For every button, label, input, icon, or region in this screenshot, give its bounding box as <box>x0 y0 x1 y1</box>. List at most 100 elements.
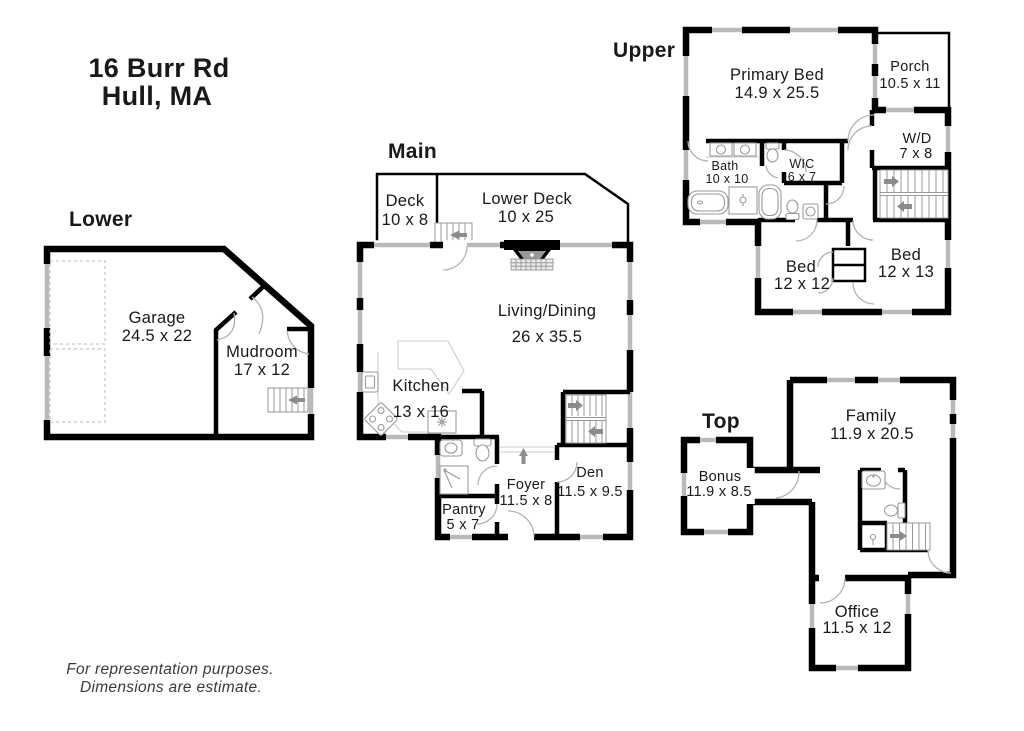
disclaimer-line2: Dimensions are estimate. <box>80 679 262 696</box>
room-dims-office: 11.5 x 12 <box>822 619 891 637</box>
garage-bay-2 <box>49 348 106 423</box>
bath-sink-icon <box>439 439 463 457</box>
lower-floor-plan: Lower Garage 24.5 x 22 Mudroom 17 x 12 <box>42 208 316 441</box>
top-bath-fixtures <box>861 470 906 545</box>
room-dims-primary-bed: 14.9 x 25.5 <box>735 84 820 102</box>
shower-icon <box>728 186 758 215</box>
room-label-pantry: Pantry <box>442 502 486 518</box>
room-dims-pantry: 5 x 7 <box>447 517 480 533</box>
room-dims-bed-12x12: 12 x 12 <box>774 275 830 293</box>
room-dims-deck: 10 x 8 <box>382 211 429 229</box>
shower-head-icon <box>869 533 877 541</box>
cooktop-star-icon <box>437 417 447 427</box>
upper-floor-plan: Upper <box>613 25 953 317</box>
main-windows <box>357 242 633 540</box>
disclaimer-line1: For representation purposes. <box>66 661 273 678</box>
room-dims-living-dining: 26 x 35.5 <box>512 328 583 346</box>
floor-label-main: Main <box>388 140 437 163</box>
floor-label-lower: Lower <box>69 208 132 231</box>
room-dims-foyer: 11.5 x 8 <box>500 493 553 509</box>
lower-door-arcs <box>216 296 310 355</box>
footer-disclaimer: For representation purposes. Dimensions … <box>66 661 273 696</box>
floor-label-upper: Upper <box>613 39 675 62</box>
room-label-deck: Deck <box>386 192 425 210</box>
bathtub-icon <box>687 190 729 215</box>
bath-sink-icon <box>861 470 886 490</box>
room-label-bed-12x13: Bed <box>891 246 921 264</box>
room-dims-wd: 7 x 8 <box>900 146 933 162</box>
room-dims-family: 11.9 x 20.5 <box>830 425 914 443</box>
toilet-tank-icon <box>785 212 800 221</box>
room-label-bath: Bath <box>712 159 739 173</box>
main-interior-walls <box>438 388 630 537</box>
vanity-sink-icon <box>709 142 733 157</box>
main-door-arcs <box>442 245 578 538</box>
entry-step-arrow-icon <box>519 448 528 464</box>
room-label-foyer: Foyer <box>507 477 546 493</box>
address-line1: 16 Burr Rd <box>88 53 229 83</box>
fireplace-icon <box>504 240 560 271</box>
room-dims-bed-12x13: 12 x 13 <box>878 263 934 281</box>
room-label-living-dining: Living/Dining <box>498 302 596 320</box>
room-label-wic: WIC <box>789 157 814 171</box>
stairs-arrow-up-icon <box>884 176 899 187</box>
room-label-family: Family <box>846 407 897 425</box>
upper-interior-walls <box>706 110 948 246</box>
toilet-bowl-icon <box>475 444 490 462</box>
kitchen-sink-icon <box>361 371 379 393</box>
toilet-tank-icon <box>897 502 906 519</box>
address-line2: Hull, MA <box>102 81 212 111</box>
room-label-porch: Porch <box>890 59 929 75</box>
room-label-wd: W/D <box>902 131 931 147</box>
stairs-arrow-left-icon <box>288 395 305 405</box>
stairs-arrow-down-icon <box>897 201 912 212</box>
toilet-bowl-icon <box>766 148 779 163</box>
main-floor-plan: Main <box>355 140 635 542</box>
shower-icon <box>439 465 469 495</box>
upper-stairs-icon <box>879 169 949 219</box>
stairs-arrow-down-icon <box>588 426 603 437</box>
room-dims-den: 11.5 x 9.5 <box>557 484 623 500</box>
room-dims-bath: 10 x 10 <box>705 172 748 186</box>
lower-interior-walls <box>213 282 311 437</box>
floor-label-top: Top <box>702 410 740 433</box>
top-door-arcs <box>775 469 952 604</box>
upper-windows <box>683 27 951 315</box>
room-label-lower-deck: Lower Deck <box>482 190 573 208</box>
room-dims-lower-deck: 10 x 25 <box>498 208 554 226</box>
garage-bay-1 <box>49 260 106 345</box>
toilet-tank-icon <box>765 142 780 150</box>
stove-icon <box>364 402 398 436</box>
bath-sink-icon <box>802 203 819 220</box>
room-dims-wic: 6 x 7 <box>788 170 817 184</box>
top-windows <box>681 377 956 671</box>
room-label-bonus: Bonus <box>699 469 742 485</box>
kitchen-island-counter <box>397 340 465 395</box>
room-label-garage: Garage <box>129 309 186 327</box>
top-stairs-icon <box>886 522 931 551</box>
toilet-bowl-icon <box>786 199 799 214</box>
main-exterior-walls <box>356 241 634 541</box>
room-dims-garage: 24.5 x 22 <box>122 327 193 345</box>
room-dims-porch: 10.5 x 11 <box>879 76 940 92</box>
main-stairs-icon <box>565 394 607 444</box>
room-label-bed-12x12: Bed <box>786 258 816 276</box>
bathtub-icon <box>758 184 782 220</box>
vanity-sink-icon <box>733 142 757 157</box>
room-label-den: Den <box>576 465 604 481</box>
kitchen-fixtures <box>361 340 465 436</box>
lower-windows <box>44 264 314 420</box>
stairs-arrow-up-icon <box>568 400 583 411</box>
foyer-threshold <box>500 446 555 453</box>
lower-stairs-icon <box>267 387 309 413</box>
room-dims-kitchen: 13 x 16 <box>393 403 449 421</box>
top-exterior-walls <box>680 376 957 672</box>
page-title: 16 Burr Rd Hull, MA <box>88 53 229 111</box>
porch-walls <box>875 31 951 110</box>
stairs-arrow-left-icon <box>450 230 467 240</box>
bedroom-closets <box>831 247 867 283</box>
top-interior-walls <box>857 467 928 553</box>
deck-walls <box>375 172 630 245</box>
